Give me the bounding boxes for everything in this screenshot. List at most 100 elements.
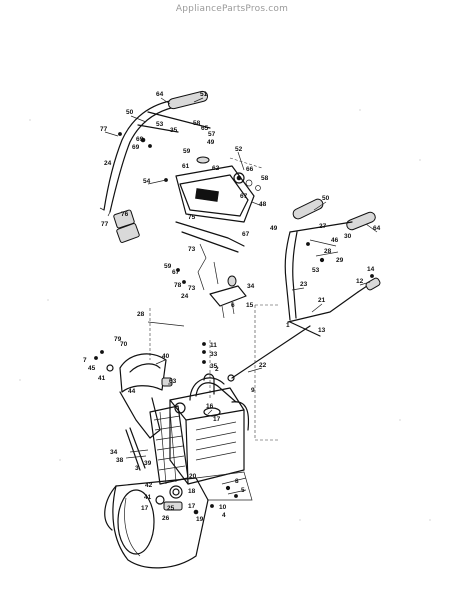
part-callout-39: 39	[144, 460, 152, 467]
part-callout-54: 54	[143, 178, 151, 185]
part-callout-25: 25	[167, 505, 175, 512]
part-callout-48: 48	[259, 201, 267, 208]
dashboard-panel	[175, 156, 263, 223]
control-brackets	[209, 275, 247, 319]
part-callout-10: 10	[219, 504, 227, 511]
left-upper-handle	[99, 90, 211, 217]
part-callout-66: 66	[246, 166, 254, 173]
part-callout-5: 5	[241, 487, 245, 494]
part-callout-49: 49	[207, 139, 215, 146]
reference-lines	[149, 304, 280, 441]
part-callout-52: 52	[235, 146, 243, 153]
part-callout-59: 59	[183, 148, 191, 155]
part-callout-19: 19	[196, 516, 204, 523]
part-callout-50: 50	[322, 195, 330, 202]
part-callout-28: 28	[324, 248, 332, 255]
part-callout-22: 22	[259, 362, 267, 369]
chute-crank	[147, 277, 381, 382]
part-callout-75: 75	[188, 214, 196, 221]
part-callout-14: 14	[367, 266, 375, 273]
scan-speckles	[19, 109, 431, 521]
part-callout-9: 9	[251, 387, 255, 394]
part-callout-35: 35	[170, 127, 178, 134]
part-callout-24: 24	[104, 160, 112, 167]
part-callout-1: 1	[286, 322, 290, 329]
part-callout-2: 2	[215, 366, 219, 373]
part-callout-8: 8	[235, 478, 239, 485]
part-callout-67: 67	[242, 231, 250, 238]
part-callout-53: 53	[156, 121, 164, 128]
auger-housing	[104, 471, 253, 569]
part-callout-67: 67	[240, 193, 248, 200]
part-callout-11: 11	[210, 342, 217, 349]
watermark: AppliancePartsPros.com	[175, 4, 289, 14]
part-callout-62: 62	[212, 165, 220, 172]
part-callout-38: 38	[116, 457, 124, 464]
part-callout-17: 17	[141, 505, 149, 512]
part-callout-76: 76	[121, 211, 129, 218]
part-callout-23: 23	[300, 281, 308, 288]
lower-handle-frame	[125, 377, 237, 471]
part-callout-41: 41	[144, 494, 152, 501]
part-callout-28: 28	[137, 311, 145, 318]
part-callout-58: 58	[261, 175, 269, 182]
part-callout-24: 24	[181, 293, 189, 300]
part-callout-30: 30	[344, 233, 352, 240]
part-callout-58: 58	[193, 120, 201, 127]
part-callout-64: 64	[373, 225, 381, 232]
part-callout-45: 45	[88, 365, 96, 372]
part-callout-34: 34	[247, 283, 255, 290]
part-callout-29: 29	[336, 257, 344, 264]
part-callout-42: 42	[145, 482, 153, 489]
part-callout-27: 27	[319, 223, 327, 230]
part-callout-17: 17	[188, 503, 196, 510]
part-callout-6: 6	[231, 302, 235, 309]
part-callout-20: 20	[189, 473, 197, 480]
part-callout-4: 4	[222, 512, 226, 519]
part-callout-18: 18	[188, 488, 196, 495]
part-callout-21: 21	[318, 297, 326, 304]
part-callout-26: 26	[162, 515, 170, 522]
part-callout-64: 64	[156, 91, 164, 98]
leader-lines	[104, 97, 378, 415]
part-callout-67: 67	[172, 269, 180, 276]
part-callout-79: 79	[114, 336, 122, 343]
part-callout-77: 77	[101, 221, 109, 228]
belt-cover	[149, 405, 189, 485]
part-callout-49: 49	[270, 225, 278, 232]
part-callout-33: 33	[210, 351, 218, 358]
gearbox-parts	[125, 449, 247, 515]
part-callout-53: 53	[312, 267, 320, 274]
part-callout-46: 46	[331, 237, 339, 244]
part-callout-59: 59	[164, 263, 172, 270]
part-callout-44: 44	[128, 388, 136, 395]
part-callout-12: 12	[356, 278, 364, 285]
part-callout-7: 7	[83, 357, 87, 364]
part-callout-40: 40	[162, 353, 170, 360]
right-upper-handle	[284, 198, 376, 321]
part-callout-34: 34	[110, 449, 118, 456]
part-callout-13: 13	[318, 327, 326, 334]
part-callout-35: 35	[210, 363, 218, 370]
part-callout-69: 69	[132, 144, 140, 151]
part-callout-50: 50	[126, 109, 134, 116]
part-callout-3: 3	[135, 465, 139, 472]
part-callout-69: 69	[136, 136, 144, 143]
part-callout-77: 77	[100, 126, 108, 133]
part-callout-73: 73	[188, 246, 196, 253]
part-callout-41: 41	[98, 375, 106, 382]
part-callout-51: 51	[200, 91, 208, 98]
part-callout-63: 63	[169, 378, 177, 385]
part-callout-16: 16	[206, 403, 214, 410]
part-callout-61: 61	[182, 163, 190, 170]
shift-rods	[113, 209, 245, 291]
part-callout-17: 17	[213, 416, 221, 423]
part-callout-57: 57	[208, 131, 216, 138]
part-callout-73: 73	[188, 285, 196, 292]
part-callout-78: 78	[174, 282, 182, 289]
part-callout-15: 15	[246, 302, 254, 309]
part-callout-65: 65	[201, 125, 209, 132]
part-callout-70: 70	[120, 341, 128, 348]
